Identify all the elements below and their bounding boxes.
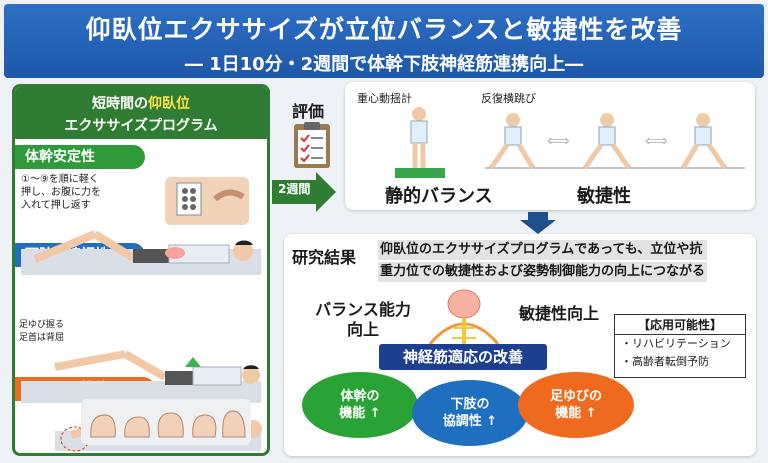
toe-function-ellipse: 足ゆびの機能 ↑ [518, 372, 634, 438]
program-header: 短時間の仰臥位 エクササイズプログラム [15, 87, 267, 139]
header-banner: 仰臥位エクササイズが立位バランスと敏捷性を改善 ― 1日10分・2週間で体幹下肢… [4, 4, 764, 78]
evaluation-box: 重心動揺計 反復横跳び ⟺ ⟺ 静的バランス 敏捷性 [345, 82, 755, 210]
agility-caption: 反復横跳び [481, 92, 536, 105]
core-function-ellipse: 体幹の機能 ↑ [302, 372, 418, 438]
period-label: 2週間 [278, 182, 311, 196]
agility-label: 敏捷性 [577, 186, 631, 207]
toe-movements-icon [81, 399, 251, 445]
evaluation-title: 評価 [292, 102, 325, 121]
evaluation-illustrations: ⟺ ⟺ [395, 107, 745, 178]
torso-diagram-icon [165, 177, 249, 225]
neuromuscular-adaptation-banner: 神経筋適応の改善 [379, 344, 547, 370]
core-note: ①～⑨を順に軽く 押し、お腹に力を 入れて押し返す [21, 174, 101, 211]
main-title: 仰臥位エクササイズが立位バランスと敏捷性を改善 [85, 15, 683, 44]
toe-note: 足ゆび握る 足首は背屈 [19, 320, 65, 343]
brain-spine-icon [428, 289, 500, 350]
results-title: 研究結果 [292, 248, 357, 267]
results-text: 仰臥位のエクササイズプログラムであっても、立位や抗 重力位での敏捷性および姿勢制… [378, 240, 708, 284]
program-title-highlight: 仰臥位 [148, 96, 190, 112]
results-box: 研究結果 仰臥位のエクササイズプログラムであっても、立位や抗 重力位での敏捷性お… [284, 234, 756, 456]
down-arrow-icon [520, 212, 556, 234]
lower-limb-ellipse: 下肢の協調性 ↑ [412, 380, 528, 446]
standing-person-icon [395, 107, 445, 178]
supine-core-person-icon [21, 230, 261, 275]
applicability-item: リハビリテーション [615, 335, 745, 353]
program-title-prefix: 短時間の [92, 96, 148, 112]
subtitle: ― 1日10分・2週間で体幹下肢神経筋連携向上― [184, 54, 584, 75]
two-weeks-arrow-icon [272, 172, 336, 212]
applicability-title: 【応用可能性】 [615, 315, 745, 335]
applicability-box: 【応用可能性】 リハビリテーション 高齢者転倒予防 [614, 314, 746, 378]
clipboard-icon [294, 122, 330, 168]
side-step-person-icon: ⟺ ⟺ [485, 113, 745, 170]
balance-improvement-label: バランス能力 向上 [315, 300, 411, 339]
agility-improvement-label: 敏捷性向上 [518, 304, 599, 323]
svg-text:⟺: ⟺ [645, 131, 668, 150]
static-balance-label: 静的バランス [385, 186, 493, 207]
section-core-stability: 体幹安定性 [15, 145, 145, 169]
svg-text:⟺: ⟺ [547, 131, 570, 150]
applicability-item: 高齢者転倒予防 [615, 353, 745, 371]
program-title-line2: エクササイズプログラム [64, 118, 218, 134]
supine-leg-person-icon [21, 350, 261, 403]
static-caption: 重心動揺計 [357, 92, 412, 105]
